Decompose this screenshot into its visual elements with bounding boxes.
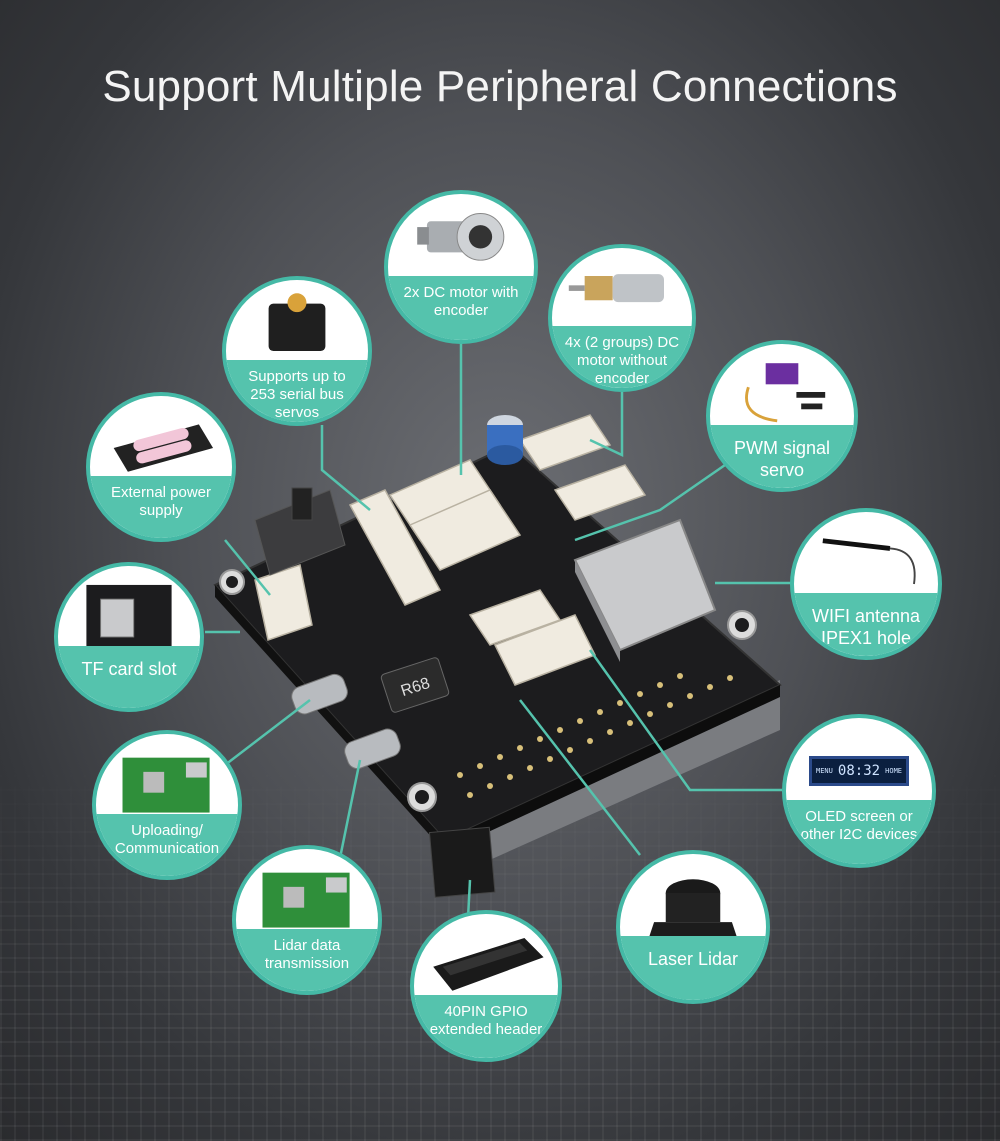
serial-servo-icon — [268, 293, 326, 351]
callout-laser-lidar: Laser Lidar — [616, 850, 770, 1004]
mini-gear-motor-icon — [568, 274, 664, 303]
callout-label: WIFI antenna IPEX1 hole — [794, 592, 938, 656]
callout-label: Supports up to 253 serial bus servos — [226, 359, 368, 422]
battery-holder-icon — [113, 424, 214, 472]
callout-label: Lidar data transmission — [236, 928, 378, 991]
callout-tf-card: TF card slot — [54, 562, 204, 712]
pwm-servo-icon — [745, 363, 826, 423]
dc-motor-icon — [417, 212, 505, 261]
callout-serial-bus-servo: Supports up to 253 serial bus servos — [222, 276, 372, 426]
tf-card-icon — [86, 584, 172, 652]
callout-label: Uploading/ Communication — [96, 813, 238, 876]
raspberry-pi-icon — [122, 757, 210, 813]
callout-oled: MENU 08:32 HOME OLED screen or other I2C… — [782, 714, 936, 868]
callout-label: 40PIN GPIO extended header — [414, 994, 558, 1058]
callout-dc-motor-no-encoder: 4x (2 groups) DC motor without encoder — [548, 244, 696, 392]
oled-icon: MENU 08:32 HOME — [786, 718, 932, 806]
gpio-header-icon — [433, 937, 544, 991]
oled-time: 08:32 — [837, 762, 881, 779]
callout-label: 4x (2 groups) DC motor without encoder — [552, 326, 692, 388]
callout-dc-motor-encoder: 2x DC motor with encoder — [384, 190, 538, 344]
callout-label: Laser Lidar — [620, 935, 766, 1000]
callout-pwm-servo: PWM signal servo — [706, 340, 858, 492]
callout-label: 2x DC motor with encoder — [388, 275, 534, 340]
oled-right: HOME — [885, 766, 902, 775]
page-title: Support Multiple Peripheral Connections — [102, 62, 898, 111]
callout-label: OLED screen or other I2C devices — [786, 799, 932, 864]
antenna-icon — [822, 538, 916, 585]
raspberry-pi-icon — [262, 872, 350, 928]
callout-lidar-data: Lidar data transmission — [232, 845, 382, 995]
callout-uploading: Uploading/ Communication — [92, 730, 242, 880]
callout-label: PWM signal servo — [710, 424, 854, 488]
lidar-icon — [649, 879, 737, 937]
callout-wifi-antenna: WIFI antenna IPEX1 hole — [790, 508, 942, 660]
gpio-pins — [457, 673, 733, 798]
callout-label: TF card slot — [58, 645, 200, 708]
oled-left: MENU — [816, 766, 833, 775]
callout-lines — [205, 338, 795, 919]
callout-label: External power supply — [90, 475, 232, 538]
connectors — [254, 414, 647, 686]
callout-gpio-header: 40PIN GPIO extended header — [410, 910, 562, 1062]
callout-external-power: External power supply — [86, 392, 236, 542]
